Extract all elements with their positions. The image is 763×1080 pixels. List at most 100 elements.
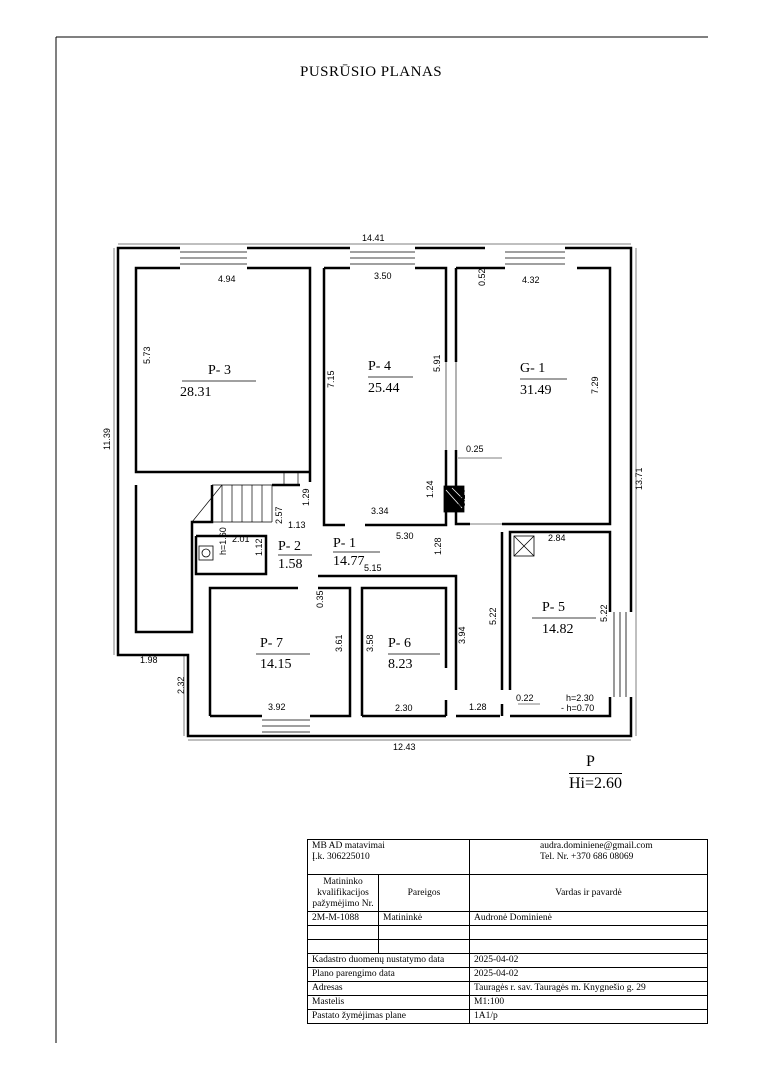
contact-cell: audra.dominiene@gmail.com Tel. Nr. +370 … [469,839,708,875]
empty-cell [469,925,708,940]
dimension-label: 3.94 [457,626,467,644]
page-title: PUSRŪSIO PLANAS [300,64,443,80]
legend-height: Hi=2.60 [569,773,623,793]
company-name: MB AD matavimai [312,841,385,851]
company-code: Į.k. 306225010 [312,852,370,862]
dimension-label: 2.32 [176,676,186,694]
dimension-label: 7.15 [326,370,336,388]
room-p2: P- 2 1.58 [278,539,312,572]
room-p1: P- 1 14.77 [333,536,380,569]
dimension-label: 1.28 [469,702,487,712]
room-label: P- 3 [208,363,231,378]
dimension-label: 3.92 [268,702,286,712]
room-label: P- 6 [388,636,411,651]
windows [180,251,627,733]
row-label: Kadastro duomenų nustatymo data [307,953,470,968]
dimension-label: 5.73 [142,346,152,364]
dimension-label: 1.12 [254,538,264,556]
room-label: P- 2 [278,539,301,554]
dimension-label: 0.25 [466,444,484,454]
surveyor-position: Matininkė [378,911,470,926]
room-area: 14.77 [333,554,365,569]
room-area: 8.23 [388,657,413,672]
dimension-label: 1.98 [140,655,158,665]
dimension-label: 0.52 [477,268,487,286]
empty-cell [378,925,470,940]
row-label: Plano parengimo data [307,967,470,982]
legend-floor: P [586,753,595,770]
room-area: 31.49 [520,383,552,398]
room-labels: P- 3 28.31 P- 4 25.44 G- 131.49 P- 1 14.77 P- 2… [180,359,596,672]
dimension-label: 1.29 [301,488,311,506]
dimension-lines [113,243,637,741]
room-area: 14.15 [260,657,292,672]
room-area: 14.82 [542,622,574,637]
col-position-header: Pareigos [378,874,470,912]
dimension-label: 7.29 [590,376,600,394]
room-p6: P- 6 8.23 [388,636,440,672]
room-label: P- 1 [333,536,356,551]
dimension-label: 12.43 [393,742,416,752]
room-label: P- 7 [260,636,283,651]
dimension-label: 11.39 [102,428,112,450]
empty-cell [307,939,379,954]
dimension-label: 3.50 [374,271,392,281]
row-value: Tauragės r. sav. Tauragės m. Knygnešio g… [469,981,708,996]
room-area: 25.44 [368,381,400,396]
dimension-label: 1.13 [288,520,306,530]
dimension-label: 0.35 [315,590,325,608]
empty-cell [307,925,379,940]
room-area: 1.58 [278,557,303,572]
page-frame [55,36,708,1043]
fixtures [198,485,535,561]
dimension-label: 2.57 [274,506,284,524]
room-label: P- 4 [368,359,391,374]
dimension-label: 5.15 [364,563,382,573]
row-value: 1A1/p [469,1009,708,1024]
row-value: 2025-04-02 [469,967,708,982]
dimension-label: h=2.30 [566,693,594,703]
room-label: P- 5 [542,600,565,615]
dimension-label: 0.22 [516,693,534,703]
room-p3: P- 3 28.31 [180,363,256,400]
surveyor-name: Audronė Dominienė [469,911,708,926]
row-label: Pastato žymėjimas plane [307,1009,470,1024]
dimension-label: 2.01 [232,534,250,544]
row-value: M1:100 [469,995,708,1010]
dimension-label: 3.58 [365,634,375,652]
dimension-label: 13.71 [634,467,644,490]
col-cert-header: Matininko kvalifikacijos pažymėjimo Nr. [307,874,379,912]
dimension-label: - h=0.70 [561,703,594,713]
dimension-label: 3.34 [371,506,389,516]
dimension-label: 2.30 [395,703,413,713]
contact-email: audra.dominiene@gmail.com [540,841,653,851]
dimension-label: h=1.60 [218,527,228,555]
contact-phone: Tel. Nr. +370 686 08069 [540,852,634,862]
room-p5: P- 5 14.82 [532,600,596,637]
info-table: MB AD matavimai Į.k. 306225010 audra.dom… [307,839,708,1024]
col-name-header: Vardas ir pavardė [469,874,708,912]
empty-cell [469,939,708,954]
cert-number: 2M-M-1088 [307,911,379,926]
walls [116,246,633,738]
row-label: Mastelis [307,995,470,1010]
row-value: 2025-04-02 [469,953,708,968]
room-p7: P- 7 14.15 [256,636,310,672]
dimension-label: 14.41 [362,233,385,243]
company-cell: MB AD matavimai Į.k. 306225010 [307,839,470,875]
dimension-label: 1.28 [433,537,443,555]
room-area: 28.31 [180,385,212,400]
dimension-label: 2.84 [548,533,566,543]
stairs [191,472,299,523]
dimension-label: 5.22 [488,607,498,625]
room-p4: P- 4 25.44 [368,359,413,396]
dimension-label: 4.94 [218,274,236,284]
dimension-label: 4.32 [522,275,540,285]
dimension-label: 1.24 [425,480,435,498]
room-g1: G- 131.49 [520,361,567,398]
empty-cell [378,939,470,954]
dimension-label: 0.14 [457,489,467,507]
dimension-label: 5.30 [396,531,414,541]
